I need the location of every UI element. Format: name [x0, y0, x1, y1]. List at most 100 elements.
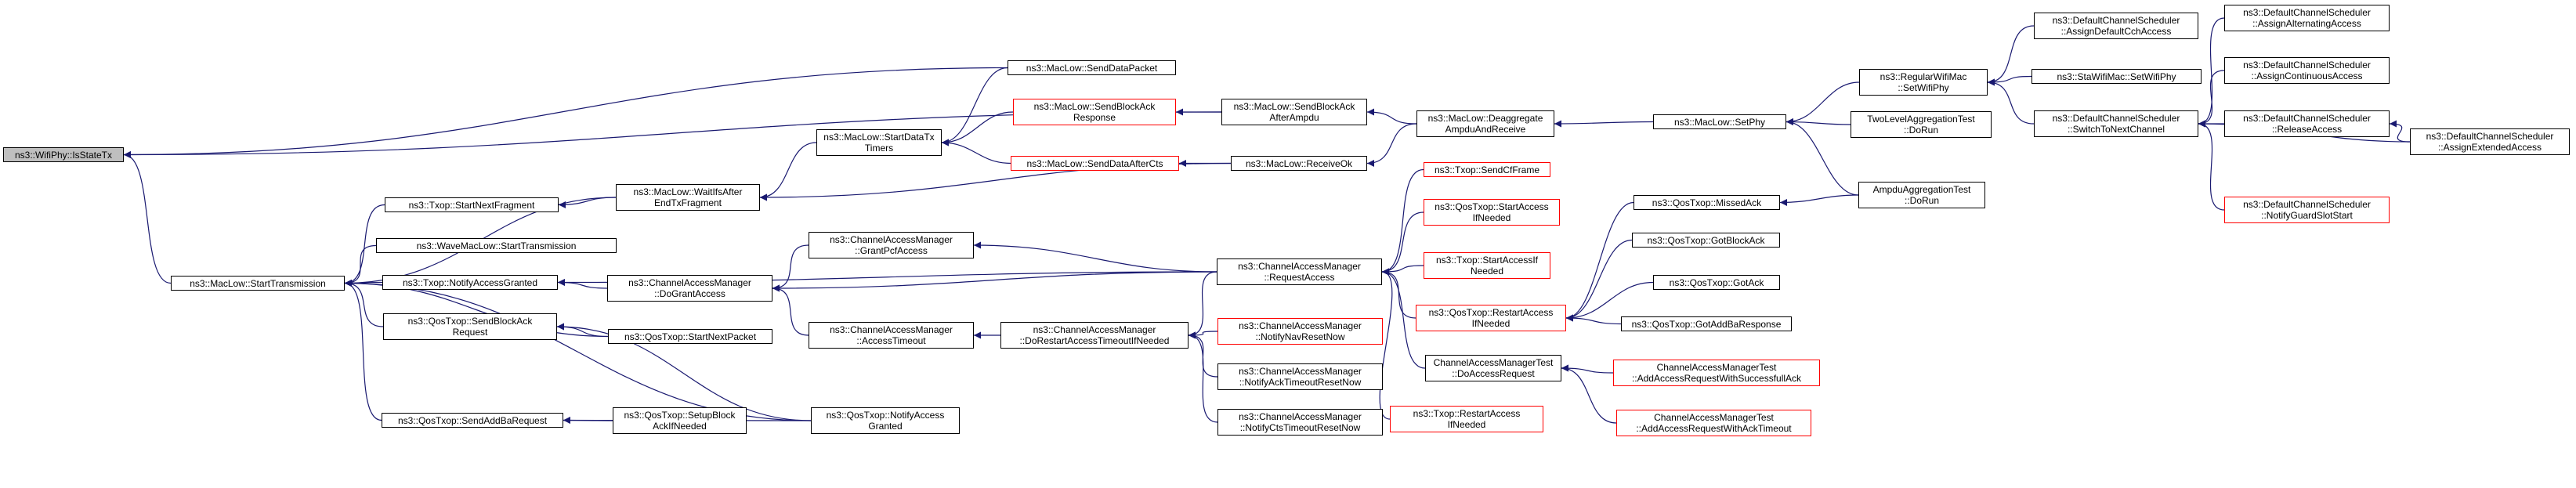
function-node[interactable]: ns3::DefaultChannelScheduler::ReleaseAcc… — [2224, 110, 2390, 137]
node-label-line: ::DoRun — [1903, 125, 1939, 136]
call-edge-n30-to-n21 — [1381, 268, 1426, 369]
function-node[interactable]: ns3::ChannelAccessManager::RequestAccess — [1217, 258, 1382, 285]
call-edge-n38-to-n30 — [1561, 364, 1617, 424]
function-node[interactable]: ns3::MacLow::SendDataPacket — [1008, 60, 1176, 75]
node-label-line: ns3::StaWifiMac::SetWifiPhy — [2057, 70, 2176, 82]
node-label-line: ns3::MacLow::SetPhy — [1673, 116, 1766, 128]
function-node[interactable]: ns3::WaveMacLow::StartTransmission — [376, 238, 617, 253]
node-label-line: ns3::MacLow::SendDataPacket — [1026, 62, 1158, 74]
call-edge-n45-to-n44 — [2198, 17, 2225, 128]
call-edge-n17-to-n12 — [941, 139, 1011, 164]
function-node[interactable]: ChannelAccessManagerTest::DoAccessReques… — [1425, 355, 1561, 381]
function-node[interactable]: ns3::MacLow::ReceiveOk — [1231, 156, 1367, 171]
call-edge-n27-to-n21 — [1381, 211, 1424, 276]
node-label-line: ::NotifyCtsTimeoutResetNow — [1239, 422, 1361, 433]
node-label-line: ::NotifyNavResetNow — [1255, 331, 1345, 342]
node-label-line: Granted — [868, 421, 903, 432]
function-node[interactable]: ns3::QosTxop::GotBlockAck — [1632, 233, 1780, 248]
function-node[interactable]: ns3::MacLow::SendDataAfterCts — [1011, 156, 1179, 171]
node-label-line: ns3::ChannelAccessManager — [628, 277, 751, 288]
node-label-line: EndTxFragment — [653, 197, 722, 208]
call-edge-n41-to-n32 — [1785, 118, 1859, 196]
function-node[interactable]: ChannelAccessManagerTest::AddAccessReque… — [1613, 360, 1820, 386]
function-node[interactable]: AmpduAggregationTest::DoRun — [1858, 182, 1985, 208]
function-node[interactable]: ns3::DefaultChannelScheduler::AssignCont… — [2224, 57, 2390, 84]
function-node[interactable]: ns3::StaWifiMac::SetWifiPhy — [2031, 69, 2202, 84]
function-node[interactable]: ns3::MacLow::StartTransmission — [171, 276, 345, 291]
function-node[interactable]: ns3::ChannelAccessManager::DoRestartAcce… — [1000, 322, 1189, 349]
function-node[interactable]: ns3::ChannelAccessManager::NotifyCtsTime… — [1217, 409, 1383, 436]
node-label-line: ns3::QosTxop::GotBlockAck — [1647, 234, 1765, 246]
call-edge-n13-to-n0 — [123, 67, 1008, 158]
node-label-line: ns3::QosTxop::StartAccess — [1435, 201, 1549, 212]
call-edge-n5-to-n1 — [344, 280, 384, 327]
function-node[interactable]: ns3::ChannelAccessManager::AccessTimeout — [809, 322, 974, 349]
call-edge-n1-to-n0 — [123, 151, 172, 284]
node-label-line: ChannelAccessManagerTest — [1656, 362, 1777, 373]
function-node[interactable]: ns3::RegularWifiMac::SetWifiPhy — [1859, 69, 1988, 96]
node-label-line: ::AssignExtendedAccess — [2437, 142, 2542, 153]
function-node[interactable]: ns3::DefaultChannelScheduler::AssignDefa… — [2034, 13, 2198, 39]
node-label-line: ChannelAccessManagerTest — [1654, 412, 1774, 423]
node-label-line: ns3::DefaultChannelScheduler — [2243, 60, 2371, 70]
call-edge-n7-to-n2 — [558, 197, 617, 208]
function-node[interactable]: ns3::ChannelAccessManager::NotifyAckTime… — [1217, 363, 1383, 390]
call-edge-n22-to-n18 — [1188, 331, 1218, 339]
function-node[interactable]: ns3::DefaultChannelScheduler::AssignAlte… — [2224, 5, 2390, 31]
node-label-line: ::GrantPcfAccess — [855, 245, 928, 256]
node-label-line: ns3::QosTxop::SetupBlock — [624, 410, 736, 421]
node-label-line: ::DoRun — [1904, 195, 1940, 206]
function-node[interactable]: ns3::QosTxop::GotAddBaResponse — [1621, 316, 1792, 331]
function-node[interactable]: ns3::DefaultChannelScheduler::NotifyGuar… — [2224, 197, 2390, 223]
function-node[interactable]: ns3::QosTxop::GotAck — [1653, 275, 1780, 290]
node-label-line: ns3::QosTxop::StartNextPacket — [624, 331, 757, 342]
call-edge-n6-to-n1 — [344, 280, 382, 421]
function-node[interactable]: ChannelAccessManagerTest::AddAccessReque… — [1616, 410, 1811, 436]
node-label-line: ns3::MacLow::WaitIfsAfter — [633, 186, 743, 197]
node-label-line: ::DoAccessRequest — [1452, 368, 1535, 379]
function-node[interactable]: ns3::Txop::StartNextFragment — [385, 197, 559, 212]
function-node[interactable]: ns3::DefaultChannelScheduler::SwitchToNe… — [2034, 110, 2198, 137]
function-node[interactable]: ns3::QosTxop::StartNextPacket — [608, 329, 772, 344]
call-edge-n25-to-n19 — [1366, 108, 1417, 125]
node-label-line: ::AssignAlternatingAccess — [2252, 18, 2361, 29]
function-node[interactable]: ns3::QosTxop::MissedAck — [1634, 195, 1780, 210]
node-label-line: Request — [452, 327, 488, 338]
call-edge-n37-to-n30 — [1561, 364, 1614, 374]
node-label-line: ns3::RegularWifiMac — [1880, 71, 1967, 82]
function-node[interactable]: ns3::DefaultChannelScheduler::AssignExte… — [2410, 128, 2570, 155]
node-label-line: AfterAmpdu — [1269, 112, 1319, 123]
function-node[interactable]: ns3::ChannelAccessManager::NotifyNavRese… — [1217, 318, 1383, 345]
node-label-line: ns3::QosTxop::GotAddBaResponse — [1631, 318, 1782, 330]
function-node[interactable]: ns3::ChannelAccessManager::GrantPcfAcces… — [809, 232, 974, 258]
node-label-line: ns3::Txop::StartAccessIf — [1435, 255, 1539, 266]
function-node[interactable]: ns3::Txop::SendCfFrame — [1424, 162, 1550, 177]
node-label-line: ::AssignContinuousAccess — [2251, 70, 2363, 81]
call-edge-n34-to-n29 — [1565, 239, 1633, 322]
node-label-line: ::SwitchToNextChannel — [2067, 124, 2165, 135]
function-node[interactable]: TwoLevelAggregationTest::DoRun — [1851, 111, 1992, 138]
function-node[interactable]: ns3::QosTxop::SendAddBaRequest — [382, 413, 563, 428]
node-label-line: ns3::QosTxop::MissedAck — [1652, 197, 1762, 208]
call-edge-n21-to-n14 — [973, 241, 1217, 273]
node-label-line: ns3::DefaultChannelScheduler — [2243, 199, 2371, 210]
function-node[interactable]: ns3::Txop::NotifyAccessGranted — [382, 275, 558, 290]
call-edge-n11-to-n5 — [556, 323, 812, 421]
node-label-line: ns3::Txop::NotifyAccessGranted — [402, 277, 538, 288]
function-node[interactable]: ns3::MacLow::SetPhy — [1653, 114, 1786, 129]
function-node[interactable]: ns3::ChannelAccessManager::DoGrantAccess — [607, 275, 772, 302]
node-label-line: ns3::ChannelAccessManager — [1239, 366, 1362, 377]
call-edge-n35-to-n29 — [1565, 281, 1654, 322]
